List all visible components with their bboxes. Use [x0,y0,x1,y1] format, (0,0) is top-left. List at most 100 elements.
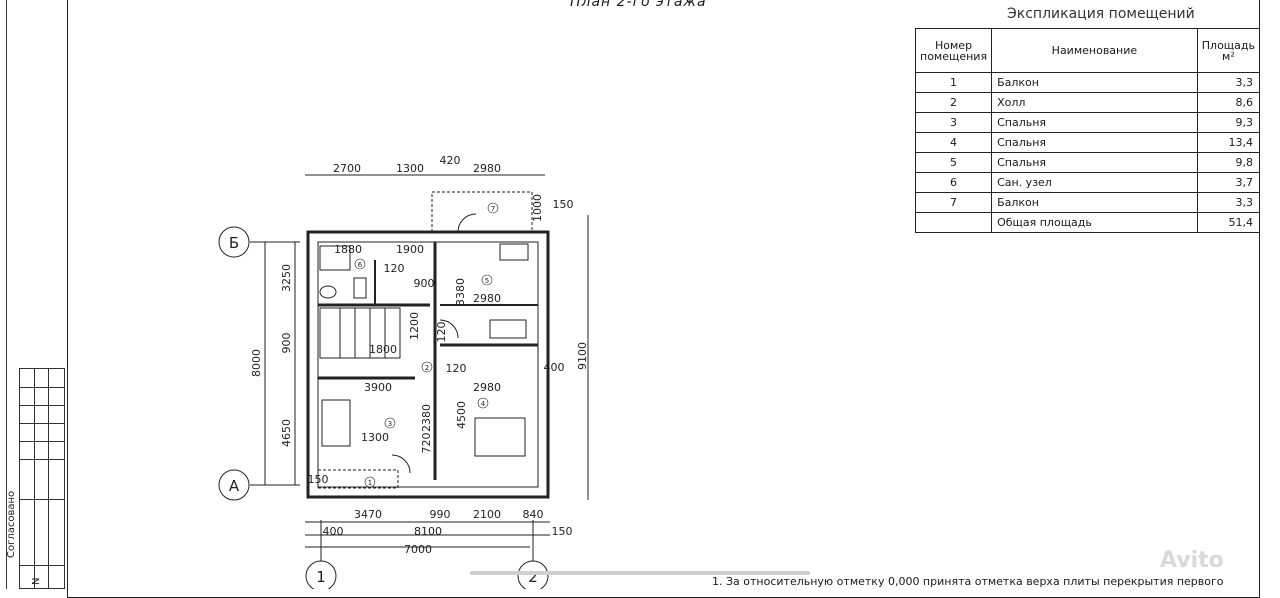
axis-label-a: А [229,477,240,495]
room-marker-label: 4 [481,400,486,408]
header-number: Номер помещения [914,28,993,73]
bed [474,417,526,457]
room-marker-label: 1 [368,479,372,487]
dim-label: 3900 [364,381,392,394]
dim-label: 9100 [576,342,589,370]
dim-label: 4500 [455,401,468,429]
axis-label-b: Б [229,234,239,252]
dim-label: 8100 [414,525,442,538]
dim-label: 2980 [473,292,501,305]
stamp-line [20,423,64,424]
stamp-line [20,565,64,566]
dim-label: 720 [420,433,433,454]
dim-label: 120 [446,362,467,375]
dim-label: 1300 [396,162,424,175]
dim-label: 400 [544,361,565,374]
dim-label: 400 [323,525,344,538]
axis-label-1: 1 [316,568,326,586]
stamp-divider [34,369,35,588]
dim-label: 150 [552,525,573,538]
dim-label: 900 [280,333,293,354]
door-swing [391,454,411,474]
avito-watermark: Avito [1160,548,1224,573]
door-swing [439,319,459,339]
left-margin-strip [6,0,68,589]
plan-title: План 2-го этажа [570,0,707,10]
inner-wall-line [317,241,539,488]
dim-label: 1300 [361,431,389,444]
room-marker [421,361,433,373]
dim-label: 7000 [404,543,432,556]
dim-label: 3470 [354,508,382,521]
explication-title: Экспликация помещений [1007,6,1195,22]
header-name: Наименование [991,28,1198,73]
dim-label: 4650 [280,419,293,447]
dim-label: 1800 [369,343,397,356]
header-area: Площадь м² [1196,28,1261,73]
washbasin [319,285,337,299]
dim-label: 150 [553,198,574,211]
dim-label: 8000 [250,349,263,377]
stamp-line [20,499,64,500]
axis-marker-2 [517,560,549,589]
room-marker [477,397,489,409]
dim-label: 2100 [473,508,501,521]
dim-label: 1200 [408,312,421,340]
dim-label: 2980 [473,381,501,394]
dim-label: 2700 [333,162,361,175]
dim-label: 2380 [420,404,433,432]
room-marker-label: 6 [358,261,363,269]
axis-marker-b [218,226,250,258]
balcony-1 [317,469,399,489]
dim-label: 120 [435,322,448,343]
bathtub [319,245,351,271]
footnote: 1. За относительную отметку 0,000 принят… [712,575,1224,588]
dim-label: 900 [414,277,435,290]
toilet [353,277,367,299]
horizontal-scrollbar[interactable] [470,571,810,575]
dim-label: 2980 [473,162,501,175]
floor-plan-drawing: Б А 1 2 1 2 3 4 5 6 7 2700 1300 420 2980… [218,154,589,589]
stairs [319,307,401,359]
door-swing [457,213,477,233]
room-marker [487,202,499,214]
dim-label: 990 [430,508,451,521]
dim-label: 420 [440,154,461,167]
desk [499,243,529,261]
dim-label: 120 [384,262,405,275]
stamp-divider [48,369,49,588]
stamp-line [20,459,64,460]
outer-wall [306,230,550,499]
dim-label: 840 [523,508,544,521]
room-marker [481,274,493,286]
axis-marker-1 [305,560,337,589]
dim-label: 1900 [396,243,424,256]
balcony-7 [431,191,533,233]
room-marker-label: 7 [491,205,495,213]
room-marker [364,476,376,488]
sofa [489,319,527,339]
explication-table: Номер помещения Наименование Площадь м² … [914,28,1261,233]
room-marker [384,417,396,429]
axis-marker-a [218,469,250,501]
bed-small [321,399,351,447]
dim-label: 1880 [334,243,362,256]
room-marker-label: 3 [388,420,392,428]
room-marker-label: 5 [485,277,489,285]
stamp-line [20,405,64,406]
dim-label: 1000 [531,194,544,222]
room-marker [354,258,366,270]
stamp-line [20,441,64,442]
dim-label: 3250 [280,264,293,292]
axis-label-2: 2 [528,568,538,586]
dim-label: 150 [308,473,329,486]
dim-label: 3380 [454,278,467,306]
